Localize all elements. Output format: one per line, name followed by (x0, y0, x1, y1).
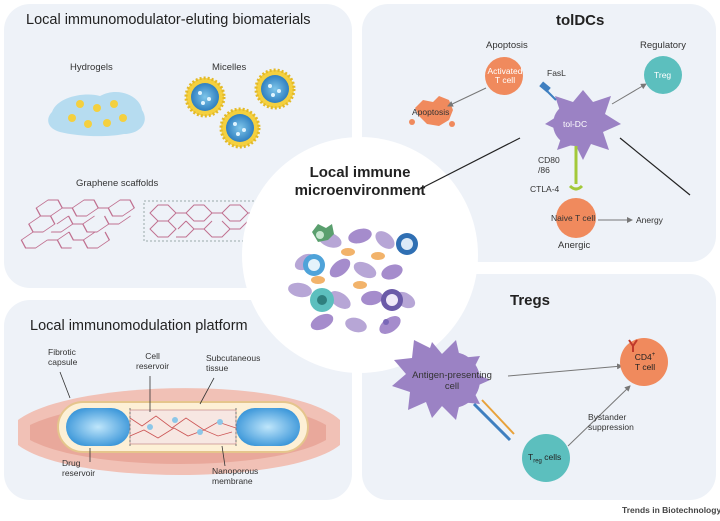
anergic-label: Anergic (558, 240, 591, 251)
biomaterials-title: Local immunomodulator-eluting biomateria… (26, 12, 311, 28)
hydrogels-label: Hydrogels (70, 62, 113, 73)
ctla4-receptor (568, 184, 584, 191)
center-title: Local immune microenvironment (294, 164, 426, 199)
fasl-label: FasL (547, 68, 566, 78)
treg-cell (644, 56, 682, 94)
cd4-label: CD4+T cell (634, 352, 656, 372)
bystander-label: Bystander suppression (588, 412, 634, 432)
tregs-title: Tregs (510, 292, 551, 309)
apc-to-cd4-arrow (507, 363, 623, 377)
connector-line-right (619, 137, 691, 196)
cell-reservoir-label: Cell reservoir (136, 351, 170, 371)
drug-reservoir-left (66, 408, 130, 446)
center-circle (242, 137, 478, 373)
micelles (184, 68, 296, 149)
toldcs-title: tolDCs (556, 12, 605, 29)
apc-cell (392, 340, 490, 420)
platform-leader-lines (59, 371, 226, 467)
anergy-label: Anergy (636, 215, 663, 225)
fasl-receptor (539, 81, 551, 93)
cd80-label: CD80 /86 (538, 155, 560, 175)
apc-mhc-link (472, 402, 512, 442)
connector-line-left (417, 137, 521, 191)
regulatory-label: Regulatory (640, 40, 686, 51)
regulatory-arrow (611, 83, 647, 105)
drug-reservoir-label: Drug reservoir (62, 458, 96, 478)
apoptosis-heading: Apoptosis (486, 40, 528, 51)
hydrogel-blob (48, 91, 145, 137)
toldc-label: tol-DC (563, 119, 588, 129)
graphene-label: Graphene scaffolds (76, 178, 159, 189)
treg-cells (522, 434, 570, 482)
fibrotic-capsule-label: Fibrotic capsule (48, 347, 78, 367)
immune-cell-cluster (288, 224, 418, 334)
nanoporous-label: Nanoporous membrane (212, 466, 259, 486)
drug-reservoir-right (236, 408, 300, 446)
ctla4-label: CTLA-4 (530, 184, 560, 194)
graphene-scaffolds (20, 199, 261, 249)
bystander-arrow (567, 385, 631, 447)
subcutaneous-label: Subcutaneous tissue (206, 353, 261, 373)
treg-cells-label: Treg cells (528, 452, 562, 465)
treg-label: Treg (654, 70, 672, 80)
naive-tcell-label: Naive T cell (551, 213, 596, 223)
naive-tcell (556, 198, 596, 238)
micelles-label: Micelles (212, 62, 247, 73)
cd4-receptor (628, 339, 638, 352)
toldc-cell (545, 90, 621, 160)
apc-label: Antigen-presenting cell (412, 370, 492, 392)
apc-tcr-link (481, 399, 515, 435)
implant-platform (18, 388, 340, 475)
fasl-stalk (545, 89, 557, 101)
apoptosis-arrow (447, 87, 487, 107)
apoptosis-cell-label: Apoptosis (412, 107, 450, 117)
activated-tcell-label: Activated T cell (487, 66, 523, 85)
apoptotic-cell (409, 96, 455, 127)
credit-text: Trends in Biotechnology (622, 505, 720, 515)
platform-title: Local immunomodulation platform (30, 318, 248, 334)
activated-tcell (485, 57, 523, 95)
